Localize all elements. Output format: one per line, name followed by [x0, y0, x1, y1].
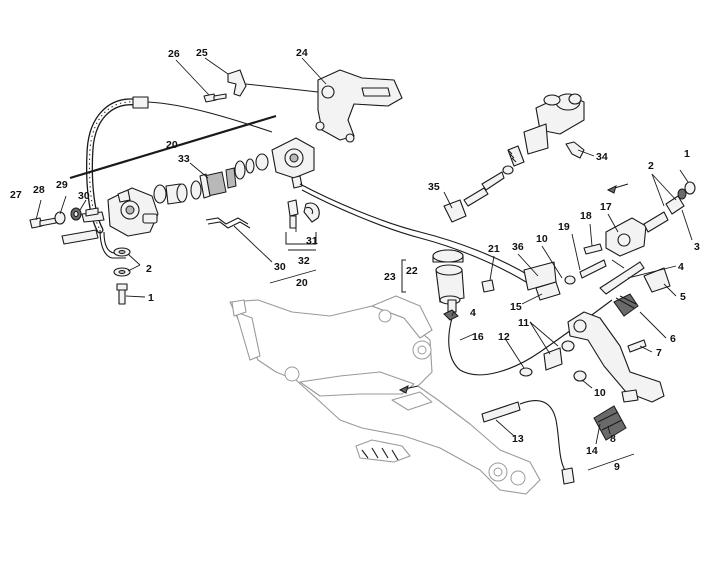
callout-30-bottom: 30: [274, 261, 286, 273]
group-separators: [69, 114, 635, 471]
callout-10-bottom: 10: [594, 387, 606, 399]
callout-17: 17: [600, 201, 612, 213]
callout-28: 28: [33, 184, 45, 196]
pushrod-assembly: [523, 181, 696, 301]
footpeg-frame: [229, 295, 541, 495]
callout-1-left: 1: [148, 292, 154, 304]
braided-brake-hose: [86, 96, 273, 259]
callout-12: 12: [498, 331, 510, 343]
left-washers-and-bolt: [113, 247, 131, 305]
callout-32: 32: [298, 255, 310, 267]
callout-2-left: 2: [146, 263, 152, 275]
callout-20-top: 20: [166, 139, 178, 151]
callout-31: 31: [306, 235, 318, 247]
callout-10-top: 10: [536, 233, 548, 245]
callout-numbers: 26 25 24 20 33 27 28 29 30 2 1 31 30 32 …: [10, 47, 700, 473]
callout-21: 21: [488, 243, 500, 255]
leader-lines: [35, 57, 693, 445]
rear-master-cylinder: [443, 93, 585, 223]
callout-5: 5: [680, 291, 686, 303]
callout-14: 14: [586, 445, 598, 457]
callout-24: 24: [296, 47, 308, 59]
callout-34: 34: [596, 151, 608, 163]
callout-9: 9: [614, 461, 620, 473]
callout-3: 3: [694, 241, 700, 253]
callout-35: 35: [428, 181, 440, 193]
callout-33: 33: [178, 153, 190, 165]
callout-30-left: 30: [78, 190, 90, 202]
direction-arrows: [398, 183, 629, 394]
pin-and-bleeder: [287, 199, 320, 229]
callout-22: 22: [406, 265, 418, 277]
callout-8: 8: [610, 433, 616, 445]
assembly-braces: [285, 232, 406, 293]
callout-6: 6: [670, 333, 676, 345]
brake-pedal-assembly: [519, 267, 671, 441]
stop-light-switch: [481, 400, 575, 485]
callout-36: 36: [512, 241, 524, 253]
caliper-pin-clip: [205, 217, 251, 229]
callout-2-right: 2: [648, 160, 654, 172]
caliper-pistons-and-pads: [153, 137, 315, 205]
callout-7: 7: [656, 347, 662, 359]
callout-19: 19: [558, 221, 570, 233]
callout-4-right: 4: [678, 261, 684, 273]
callout-23: 23: [384, 271, 396, 283]
brake-fluid-reservoir: [432, 249, 495, 321]
callout-18: 18: [580, 210, 592, 222]
rear-brake-caliper: [61, 187, 159, 245]
callout-29: 29: [56, 179, 68, 191]
callout-11: 11: [518, 317, 529, 329]
callout-16: 16: [472, 331, 484, 343]
caliper-bracket: [203, 69, 403, 143]
callout-1-right: 1: [684, 148, 690, 160]
callout-20-bottom: 20: [296, 277, 308, 289]
callout-27: 27: [10, 189, 22, 201]
callout-26: 26: [168, 48, 180, 60]
callout-25: 25: [196, 47, 208, 59]
callout-13: 13: [512, 433, 524, 445]
caliper-bolts: [29, 207, 99, 229]
callout-15: 15: [510, 301, 522, 313]
callout-4-mid: 4: [470, 307, 476, 319]
